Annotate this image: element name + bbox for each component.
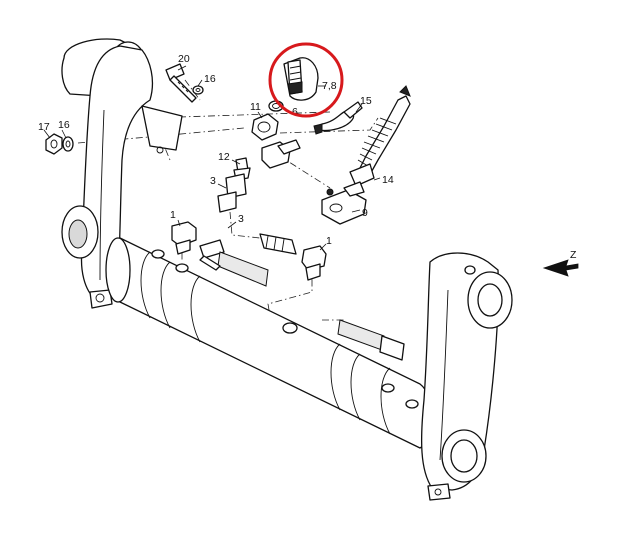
left-arm <box>61 38 183 309</box>
callout-17: 17 <box>38 121 50 133</box>
callout-1-right: 1 <box>326 235 332 247</box>
part-1-fitting-left <box>171 221 197 255</box>
callout-14: 14 <box>382 174 394 186</box>
callout-6: 6 <box>292 106 298 118</box>
callout-3-lower: 3 <box>238 213 244 225</box>
callout-1-left: 1 <box>170 209 176 221</box>
part-9-block <box>321 181 367 225</box>
part-1-fitting-right <box>301 245 327 281</box>
part-14-spring-guard <box>349 85 411 187</box>
callout-labels: 20 16 17 16 7,8 6 11 15 12 14 3 9 1 3 1 <box>38 53 394 247</box>
part-16-washer-left <box>62 136 74 152</box>
part-11-fitting <box>251 113 279 141</box>
callout-16-left: 16 <box>58 119 70 131</box>
axis-label-z: Z <box>570 249 577 261</box>
hose-assembly-upper <box>259 233 297 255</box>
highlight-circle-7-8 <box>268 42 344 118</box>
part-20-bolt <box>165 63 197 103</box>
callout-7-8: 7,8 <box>322 80 337 92</box>
arrow-left-icon <box>542 259 579 277</box>
part-15-hose <box>313 101 363 135</box>
right-arm <box>420 252 513 501</box>
tee-fitting <box>261 139 301 169</box>
part-3-adapter-upper <box>217 173 247 213</box>
part-7-8-grease-fitting <box>283 57 319 101</box>
hose-assembly-lower <box>337 319 405 361</box>
callout-12: 12 <box>218 151 230 163</box>
callout-16-top: 16 <box>204 73 216 85</box>
callout-9: 9 <box>362 207 368 219</box>
direction-arrow-z: Z <box>542 249 579 277</box>
callout-15: 15 <box>360 95 372 107</box>
callout-3-upper: 3 <box>210 175 216 187</box>
main-tube <box>105 237 433 449</box>
hose-assembly-left <box>199 239 269 287</box>
part-17-nut <box>45 133 63 155</box>
part-16-washer-top <box>192 85 204 95</box>
callout-20: 20 <box>178 53 190 65</box>
callout-11: 11 <box>250 101 261 113</box>
